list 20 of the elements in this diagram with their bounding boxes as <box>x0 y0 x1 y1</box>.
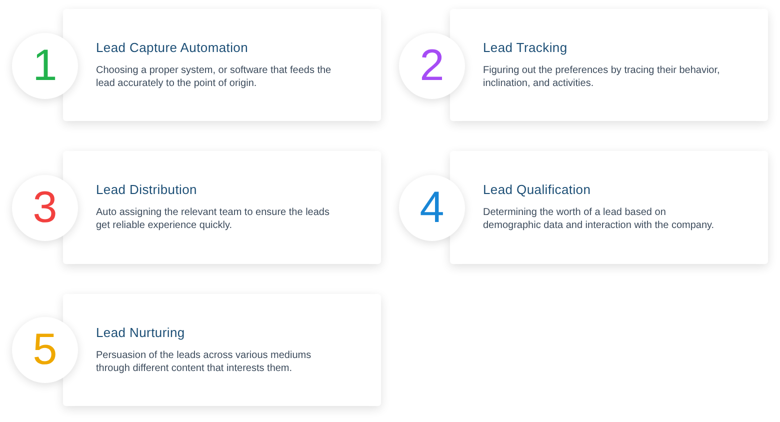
step-description: Choosing a proper system, or software that feeds the lead accurately to the point of origin. <box>96 64 332 90</box>
step-number: 2 <box>420 43 444 89</box>
step-description: Auto assigning the relevant team to ensure the leads get reliable experience quickly. <box>96 206 330 232</box>
step-number: 3 <box>32 185 58 231</box>
step-description: Figuring out the preferences by tracing their behavior, inclination, and activities. <box>483 64 721 90</box>
step-card <box>450 151 768 264</box>
step-description: Persuasion of the leads across various mediums through different content that interests them. <box>96 349 312 375</box>
step-card <box>63 151 381 264</box>
step-title: Lead Tracking <box>483 40 568 56</box>
step-title: Lead Distribution <box>96 182 198 198</box>
step-title: Lead Capture Automation <box>96 40 250 56</box>
step-title: Lead Qualification <box>483 182 592 198</box>
step-description: Determining the worth of a lead based on demographic data and interaction with the company. <box>483 206 716 232</box>
step-number: 4 <box>420 185 444 231</box>
step-title: Lead Nurturing <box>96 325 186 341</box>
step-card <box>63 294 381 406</box>
step-card <box>63 9 381 121</box>
step-number: 1 <box>32 43 58 89</box>
step-number: 5 <box>32 327 58 373</box>
step-card <box>450 9 768 121</box>
